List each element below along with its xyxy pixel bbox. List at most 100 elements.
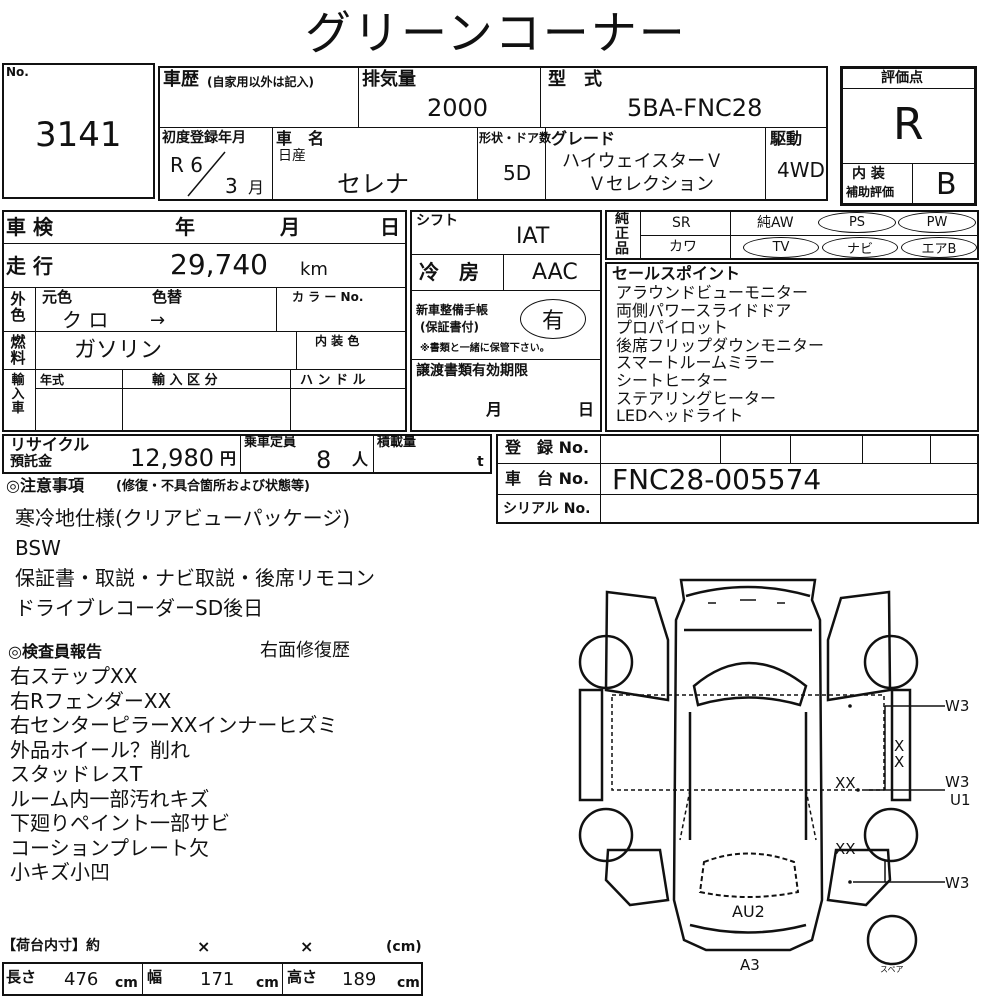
grade-line1: ハイウェイスターＶ: [562, 151, 724, 172]
cooling-label: 冷 房: [419, 260, 479, 284]
interior-label: 内 装: [852, 166, 885, 182]
inspection-day: 日: [380, 215, 400, 239]
dimensions-label: 【荷台内寸】約: [2, 938, 100, 954]
sales-point-item: 後席フリップダウンモニター: [616, 335, 825, 355]
note-line: ドライブレコーダーSD後日: [15, 596, 264, 620]
inspector-line: コーションプレート欠: [10, 835, 209, 860]
transfer-month: 月: [486, 400, 503, 419]
load-label: 積載量: [377, 435, 417, 450]
equip-leather: カワ: [669, 239, 697, 255]
model-value: 5BA-FNC28: [627, 94, 763, 122]
maintenance-sub-label: (保証書付): [420, 320, 479, 334]
capacity-label: 乗車定員: [244, 435, 297, 450]
first-reg-year: R 6: [170, 153, 203, 177]
inspector-line: 外品ホイール？削れ: [10, 737, 190, 762]
note-line: BSW: [15, 536, 61, 560]
equip-aircon: エアB: [901, 237, 977, 258]
genuine-parts-label: 純正品: [615, 211, 629, 257]
grade-label: グレード: [551, 129, 616, 148]
recycle-value: 12,980: [130, 444, 214, 472]
mileage-unit: km: [300, 259, 328, 280]
import-label: 輸入車: [11, 373, 25, 416]
registration-label: 登 録 No.: [505, 438, 590, 457]
history-label: 車歴: [163, 69, 199, 90]
rating-value: R: [893, 99, 924, 150]
color-code-label: カ ラ ー No.: [292, 290, 364, 304]
cooling-value: AAC: [532, 260, 578, 285]
orig-color-value: ク ロ: [62, 308, 109, 332]
displacement-label: 排気量: [362, 69, 416, 90]
exterior-color-label: 外色: [10, 290, 26, 324]
sales-point-item: LEDヘッドライト: [616, 406, 744, 426]
sales-point-item: シートヒーター: [616, 370, 729, 390]
orig-color-label: 元色: [42, 288, 73, 306]
shift-block: [410, 210, 602, 432]
equip-aw: 純AW: [757, 215, 794, 231]
maintenance-label: 新車整備手帳: [416, 303, 489, 317]
shift-label: シフト: [416, 213, 458, 229]
damage-mark-w3-rear: W3: [945, 874, 970, 892]
width-unit: cm: [256, 975, 279, 991]
import-handle-label: ハ ン ド ル: [300, 373, 366, 388]
car-maker: 日産: [278, 148, 306, 164]
note-line: 寒冷地仕様(クリアビューパッケージ): [15, 506, 351, 530]
capacity-unit: 人: [352, 450, 369, 469]
spare-tire-label: スペア: [880, 965, 904, 974]
displacement-value: 2000: [427, 94, 489, 122]
sales-points-list: アラウンドビューモニター 両側パワースライドドア プロパイロット 後席フリップダ…: [616, 284, 824, 425]
sales-point-item: プロパイロット: [616, 318, 729, 338]
notes-label: ◎注意事項: [6, 476, 84, 495]
damage-mark-xx-step: X X: [894, 737, 905, 771]
height-value: 189: [342, 969, 377, 990]
maintenance-value: 有: [520, 299, 586, 339]
recycle-unit: 円: [220, 449, 237, 468]
equip-ps: PS: [818, 212, 896, 233]
color-change-label: 色替: [152, 288, 183, 306]
interior-color-label: 内 装 色: [315, 334, 360, 348]
doors-label: 形状・ドア数: [479, 131, 552, 145]
transfer-day: 日: [578, 400, 595, 419]
equip-tv: TV: [743, 237, 819, 258]
capacity-value: 8: [316, 446, 332, 474]
recycle-sub-label: 預託金: [10, 454, 52, 470]
damage-mark-xx-pillar: XX: [835, 774, 856, 792]
inspector-title: 右面修復歴: [260, 640, 350, 661]
equip-pw: PW: [898, 212, 976, 233]
notes-sub-label: (修復・不具合箇所および状態等): [116, 479, 310, 494]
sales-point-item: 両側パワースライドドア: [616, 300, 792, 320]
page-title: グリーンコーナー: [305, 6, 687, 60]
model-label: 型 式: [548, 69, 602, 90]
sales-points-box: [605, 262, 979, 432]
serial-label: シリアル No.: [503, 501, 591, 517]
lot-number-label: No.: [6, 65, 29, 79]
history-note: (自家用以外は記入): [207, 75, 314, 89]
sales-point-item: アラウンドビューモニター: [616, 283, 809, 302]
inspector-line: 右RフェンダーXX: [10, 688, 172, 713]
damage-mark-xx-fender: XX: [835, 840, 856, 858]
dimensions-times-1: ×: [197, 937, 211, 956]
color-change-value: →: [150, 310, 166, 331]
interior-value: B: [936, 167, 957, 202]
fuel-label: 燃料: [10, 333, 26, 367]
recycle-row: [2, 434, 492, 474]
doors-value: 5D: [503, 161, 532, 185]
lot-number-box: [2, 63, 155, 199]
mileage-label: 走 行: [6, 254, 53, 278]
inspector-label: ◎検査員報告: [8, 642, 102, 661]
inspection-month: 月: [280, 215, 300, 239]
registration-block: [496, 434, 979, 524]
inspection-year: 年: [175, 215, 195, 239]
length-label: 長さ: [6, 968, 37, 986]
dimensions-times-2: ×: [300, 937, 314, 956]
inspector-line: 下廻りペイント一部サビ: [10, 811, 230, 835]
damage-mark-au2: AU2: [732, 902, 765, 921]
dimensions-unit: (cm): [386, 939, 422, 955]
inspector-line: 右ステップXX: [10, 664, 138, 688]
inspection-block: [2, 210, 407, 432]
first-reg-label: 初度登録年月: [162, 130, 246, 146]
sales-point-item: ステアリングヒーター: [616, 388, 777, 408]
damage-mark-a3: A3: [740, 956, 760, 974]
mileage-value: 29,740: [170, 248, 268, 281]
damage-mark-w3-center: W3: [945, 773, 970, 791]
drive-label: 駆動: [770, 129, 803, 148]
